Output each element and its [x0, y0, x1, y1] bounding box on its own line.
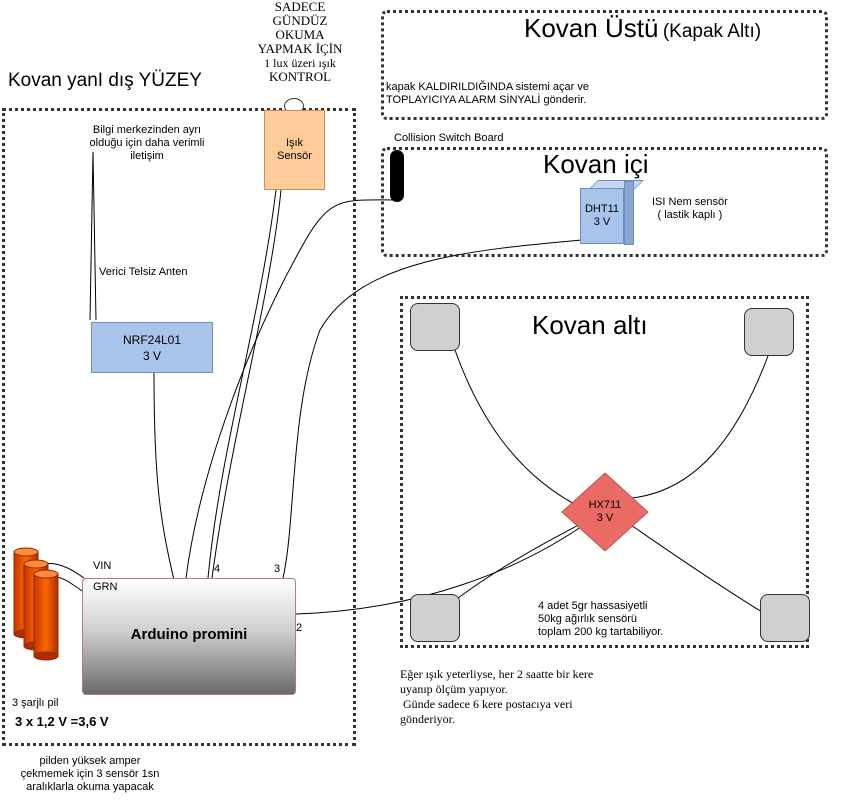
nrf-module: NRF24L01 3 V [91, 322, 213, 373]
inside-region-title: Kovan içi [543, 149, 649, 179]
antenna-note-line: olduğu için daha verimli [89, 137, 205, 149]
battery-label: 3 şarjlı pil [12, 697, 59, 709]
bottom-region [400, 296, 809, 648]
load-note-line: 50kg ağırlık sensörü [538, 613, 638, 625]
antenna-note: Bilgi merkezinden ayrı olduğu için daha … [72, 124, 222, 163]
top-region [381, 10, 828, 120]
schedule-note-line: gönderiyor. [400, 712, 455, 726]
schedule-note-line: Eğer ışık yeterliyse, her 2 saatte bir k… [400, 667, 594, 681]
top-region-subtitle: (Kapak Altı) [662, 21, 762, 42]
pin-grn: GRN [93, 581, 118, 593]
battery-formula: 3 x 1,2 V =3,6 V [15, 714, 109, 729]
dht-note-line: ( lastik kaplı ) [657, 209, 723, 221]
top-region-title-main: Kovan Üstü [524, 13, 659, 43]
top-region-note: kapak KALDIRILDIĞINDA sistemi açar ve TO… [386, 81, 589, 107]
dht-voltage: 3 V [593, 216, 611, 228]
hx711: HX711 3 V [560, 472, 650, 552]
pin-4: 4 [214, 563, 221, 575]
collision-switch [390, 150, 404, 202]
inside-region [381, 147, 828, 257]
nrf-name: NRF24L01 [122, 332, 182, 347]
load-note-line: toplam 200 kg tartabiliyor. [538, 626, 664, 638]
dht-name: DHT11 [584, 203, 620, 215]
light-note-line: OKUMA [275, 27, 325, 42]
light-sensor-label: Işık [285, 137, 304, 149]
load-note-line: 4 adet 5gr hassasiyetli [538, 600, 648, 612]
hx711-diamond [561, 472, 649, 552]
loadcell-wire-br [627, 522, 763, 613]
light-sensor-wire-2 [207, 189, 277, 579]
hx711-voltage: 3 V [596, 512, 614, 524]
nrf-voltage: 3 V [142, 348, 161, 363]
dht-note: ISI Nem sensör ( lastik kaplı ) [652, 196, 728, 222]
antenna-wire [89, 151, 97, 321]
arduino-label: Arduino promini [130, 626, 248, 643]
arduino-board: Arduino promini [82, 578, 296, 695]
schedule-note-line: Günde sadece 6 kere postacıya veri [400, 697, 573, 711]
collision-label: Collision Switch Board [394, 132, 504, 144]
light-note-line: GÜNDÜZ [272, 13, 328, 28]
pin-2: 2 [296, 622, 303, 634]
top-region-title: Kovan Üstü (Kapak Altı) [524, 13, 761, 44]
light-sensor-wire [211, 189, 282, 579]
top-region-note-line: TOPLAYICIYA ALARM SİNYALİ gönderir. [386, 94, 587, 106]
bottom-note-line: aralıklarla okuma yapacak [26, 781, 154, 793]
bottom-note-line: çekmemek için 3 sensör 1sn [20, 768, 160, 780]
pin-vin: VIN [93, 560, 112, 572]
load-cell [410, 594, 460, 642]
load-cell [760, 594, 810, 642]
outer-region-title: Kovan yanI dış YÜZEY [8, 70, 202, 91]
hx-wire [295, 521, 589, 615]
dht-note-line: ISI Nem sensör [652, 196, 728, 208]
bottom-note: pilden yüksek amper çekmemek için 3 sens… [5, 755, 175, 794]
collision-wire [185, 199, 399, 579]
bottom-region-title: Kovan altı [532, 310, 648, 340]
dht-sensor: DHT11 3 V [580, 188, 624, 244]
light-note-line: KONTROL [268, 69, 332, 84]
light-sensor: Işık Sensör [264, 110, 325, 190]
loadcell-wire-tl [454, 349, 591, 513]
load-cell [744, 308, 794, 356]
load-cell [410, 303, 460, 351]
dht-wire [282, 239, 583, 579]
light-note-line: YAPMAK İÇİN [257, 41, 343, 56]
antenna-note-line: iletişim [130, 150, 164, 162]
dht-box-side [624, 181, 634, 245]
outer-region [2, 108, 356, 746]
pin-3: 3 [274, 563, 281, 575]
light-note-line: 1 lux üzeri ışık [264, 56, 336, 70]
schedule-note-line: uyanıp ölçüm yapıyor. [400, 682, 508, 696]
schedule-note: Eğer ışık yeterliyse, her 2 saatte bir k… [400, 667, 593, 727]
bottom-note-line: pilden yüksek amper [39, 755, 141, 767]
battery-pack-icon [13, 547, 59, 661]
load-note: 4 adet 5gr hassasiyetli 50kg ağırlık sen… [538, 600, 663, 639]
top-region-note-line: kapak KALDIRILDIĞINDA sistemi açar ve [386, 81, 589, 93]
hx711-name: HX711 [588, 499, 622, 511]
loadcell-wire-tr [631, 355, 769, 499]
light-sensor-label: Sensör [277, 150, 312, 162]
light-note: SADECE GÜNDÜZ OKUMA YAPMAK İÇİN 1 lux üz… [243, 0, 357, 84]
antenna-note-line: Bilgi merkezinden ayrı [92, 124, 202, 136]
antenna-label: Verici Telsiz Anten [99, 266, 188, 278]
nrf-wire [153, 371, 175, 581]
light-note-line: SADECE [274, 0, 326, 14]
